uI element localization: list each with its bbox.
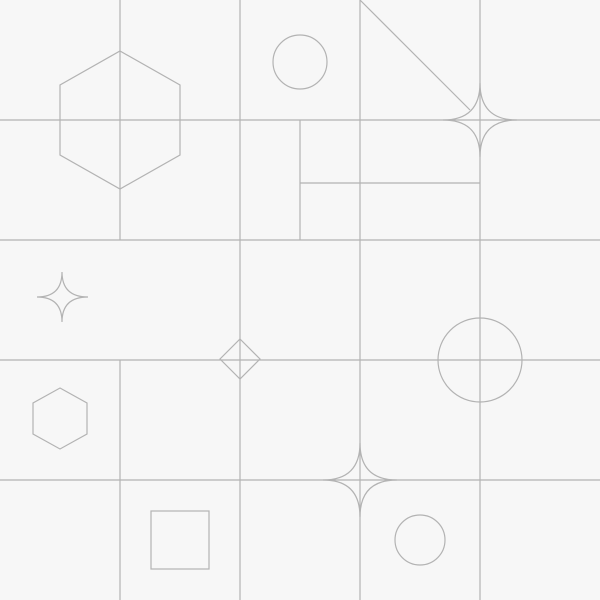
square-icon (150, 510, 210, 570)
diamond-icon (219, 338, 261, 380)
diagonal-line (359, 0, 471, 111)
circle-icon (437, 317, 523, 403)
circle-icon (272, 34, 328, 90)
sparkle-icon (322, 442, 398, 518)
shapes (32, 0, 523, 570)
hexagon-icon (59, 50, 181, 190)
sparkle-icon (36, 271, 89, 323)
sparkle-icon (442, 82, 518, 158)
circle-icon (394, 514, 446, 566)
hexagon-icon (32, 387, 88, 450)
